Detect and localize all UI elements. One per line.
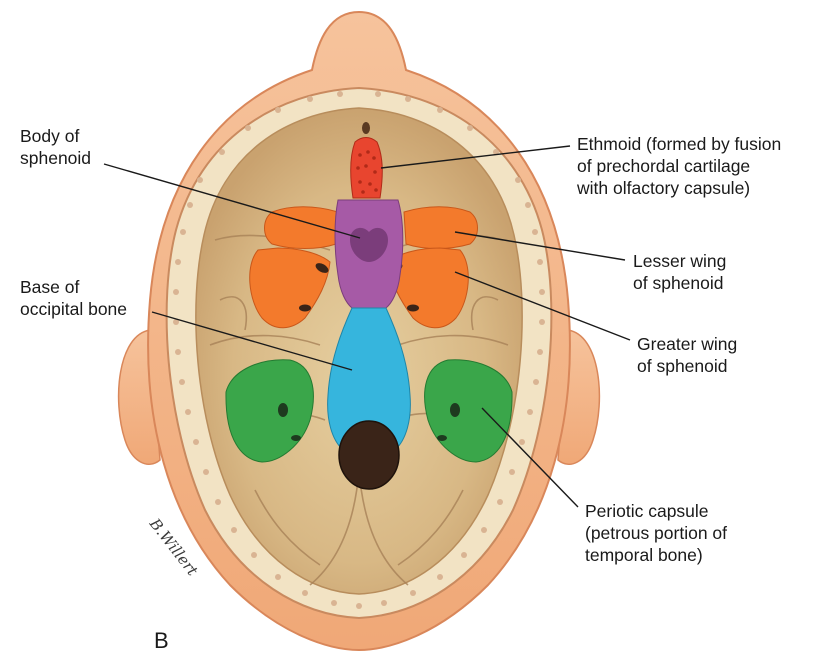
- label-lesser-wing: Lesser wing of sphenoid: [633, 250, 726, 294]
- label-ethmoid-line-2: of prechordal cartilage: [577, 155, 781, 177]
- label-periotic-capsule: Periotic capsule (petrous portion of tem…: [585, 500, 727, 566]
- frontal-crest: [362, 122, 370, 134]
- label-periotic-capsule-line-2: (petrous portion of: [585, 522, 727, 544]
- label-ethmoid: Ethmoid (formed by fusion of prechordal …: [577, 133, 781, 199]
- label-periotic-capsule-line-1: Periotic capsule: [585, 500, 727, 522]
- label-ethmoid-line-1: Ethmoid (formed by fusion: [577, 133, 781, 155]
- label-base-of-occipital-line-2: occipital bone: [20, 298, 127, 320]
- label-body-of-sphenoid-line-2: sphenoid: [20, 147, 91, 169]
- lesser-wing-right: [404, 207, 478, 249]
- label-greater-wing: Greater wing of sphenoid: [637, 333, 737, 377]
- label-lesser-wing-line-2: of sphenoid: [633, 272, 726, 294]
- label-greater-wing-line-2: of sphenoid: [637, 355, 737, 377]
- label-base-of-occipital-line-1: Base of: [20, 276, 127, 298]
- label-greater-wing-line-1: Greater wing: [637, 333, 737, 355]
- label-periotic-capsule-line-3: temporal bone): [585, 544, 727, 566]
- ethmoid-shape: [351, 138, 383, 199]
- label-ethmoid-line-3: with olfactory capsule): [577, 177, 781, 199]
- label-lesser-wing-line-1: Lesser wing: [633, 250, 726, 272]
- label-base-of-occipital: Base of occipital bone: [20, 276, 127, 320]
- label-body-of-sphenoid-line-1: Body of: [20, 125, 91, 147]
- foramen-magnum: [339, 421, 399, 489]
- figure-letter: B: [154, 628, 169, 654]
- label-body-of-sphenoid: Body of sphenoid: [20, 125, 91, 169]
